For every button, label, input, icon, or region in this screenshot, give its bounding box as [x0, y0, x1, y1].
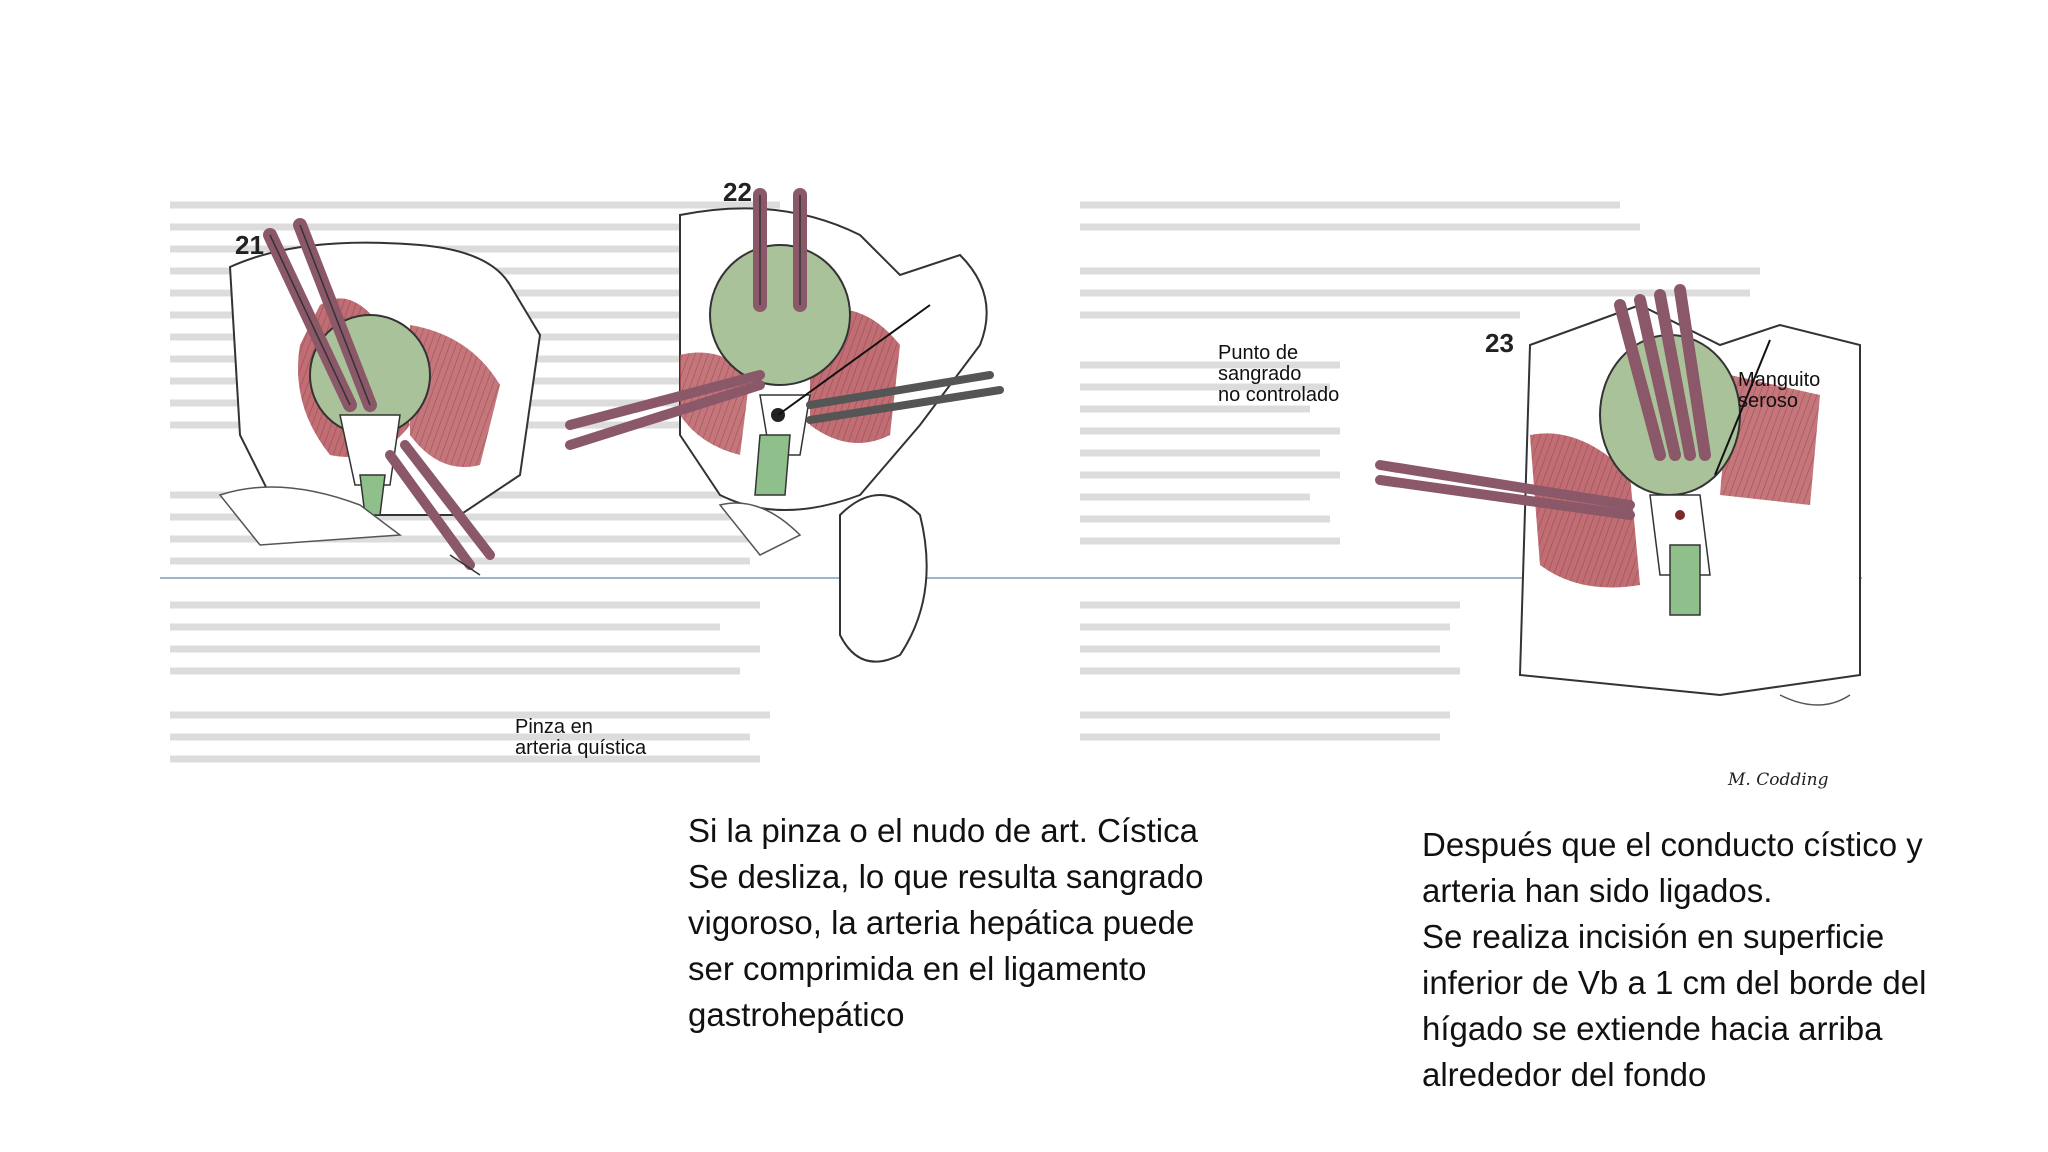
label-serous-cuff: Manguito seroso	[1738, 369, 1821, 412]
leader-line-serous-cuff	[1714, 339, 1771, 476]
figure-number-22: 22	[723, 177, 752, 207]
figure-number-21: 21	[235, 230, 264, 260]
panel-23-drawing	[1375, 284, 1861, 706]
label-uncontrolled-bleeding-point: Punto de sangrado no controlado	[1218, 342, 1340, 406]
caption-incision-step: Después que el conducto cístico y arteri…	[1422, 826, 1927, 1093]
label-cystic-artery-clamp: Pinza en arteria quística	[515, 716, 647, 759]
illustrator-signature: M. Codding	[1728, 770, 1829, 790]
panel-21-drawing	[218, 218, 542, 576]
surgical-illustration: 21 22 23 Pinza en arteria quística Punto…	[160, 175, 1862, 793]
caption-bleeding-control: Si la pinza o el nudo de art. Cística Se…	[688, 812, 1204, 1033]
figure-number-23: 23	[1485, 328, 1514, 358]
panel-22-drawing	[565, 188, 1004, 663]
illustration-drawing	[160, 188, 1862, 763]
leader-line-bleeding-point	[777, 304, 931, 416]
